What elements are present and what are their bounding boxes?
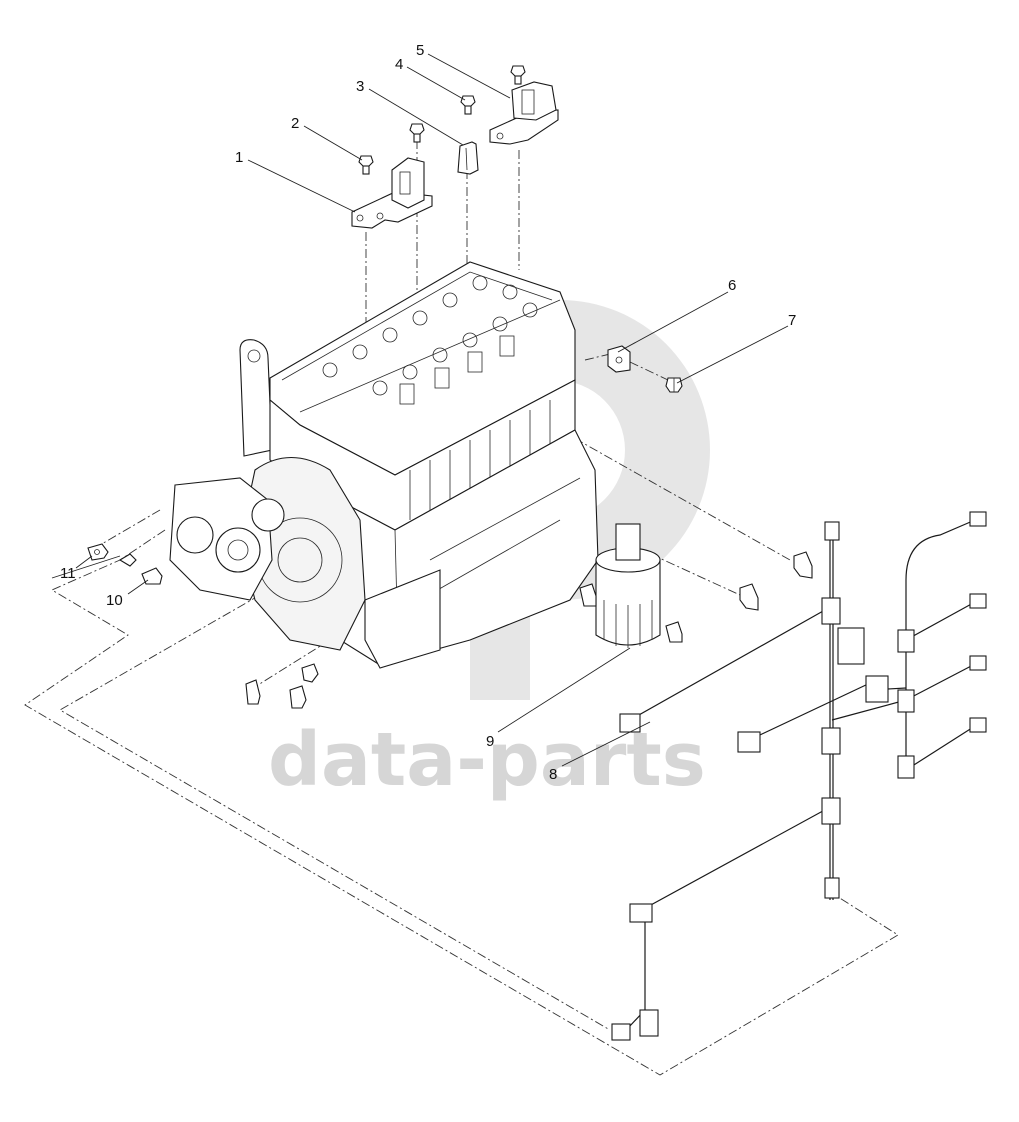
intake-ribs — [409, 400, 551, 520]
part-1-bracket — [351, 157, 433, 229]
callout-labels: 1 2 3 4 5 6 7 8 9 10 11 — [60, 42, 796, 783]
callout-2: 2 — [291, 115, 299, 132]
part-4-bolt — [460, 95, 476, 115]
callout-4: 4 — [395, 56, 403, 73]
callout-7: 7 — [788, 312, 796, 329]
callout-11: 11 — [60, 565, 76, 582]
callout-8: 8 — [549, 766, 557, 783]
callout-1: 1 — [235, 149, 243, 166]
leader-lines — [51, 53, 789, 767]
callout-5: 5 — [416, 42, 424, 59]
part-10-clip — [118, 553, 163, 585]
part-2-bolt — [358, 155, 374, 175]
part-11-clip — [87, 543, 109, 561]
oil-filter — [595, 523, 661, 648]
lower-clips — [245, 663, 319, 709]
callout-10: 10 — [106, 592, 123, 609]
assembly-guide-lines — [24, 140, 899, 1076]
engine-block — [169, 261, 661, 669]
part-8-wiring-harness — [611, 511, 987, 1041]
cylinder-head-details — [322, 275, 538, 405]
callout-6: 6 — [728, 277, 736, 294]
bracket-5-bolt — [510, 65, 526, 85]
part-7-bolt — [665, 377, 683, 393]
harness-clips — [579, 551, 813, 643]
part-6-clip — [607, 345, 631, 373]
callout-3: 3 — [356, 78, 364, 95]
part-5-bracket — [489, 81, 559, 145]
bracket-1-bolt — [409, 123, 425, 143]
callout-9: 9 — [486, 733, 494, 750]
part-3-bracket — [457, 141, 479, 175]
